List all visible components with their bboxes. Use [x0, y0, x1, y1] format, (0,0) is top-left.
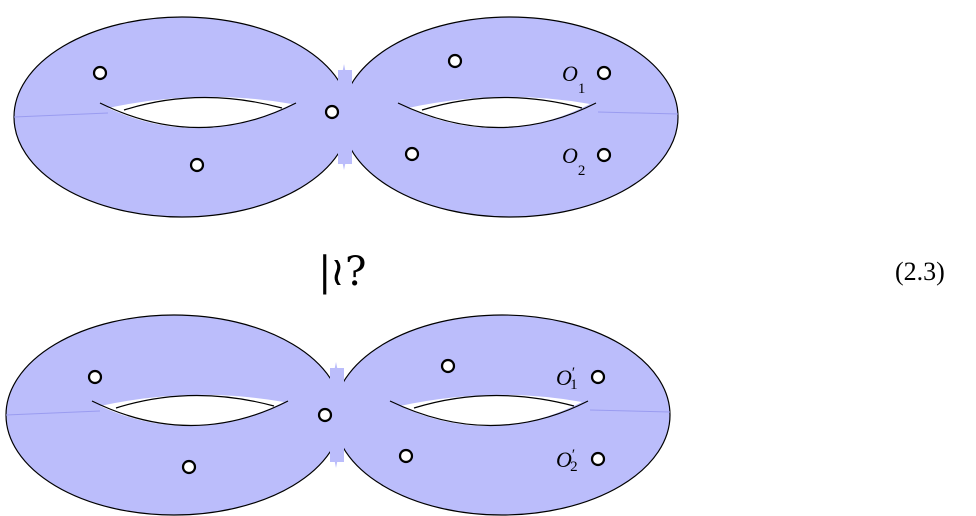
top-puncture	[447, 53, 463, 69]
top-junction-fill-2	[338, 70, 352, 164]
top-right-seam	[597, 111, 679, 115]
top-operator-puncture-1	[596, 65, 612, 81]
top-right-hole	[408, 96, 590, 129]
bottom-junction-fill-2	[330, 368, 344, 462]
isomorphism-question: | ≀?	[318, 249, 366, 295]
top-right-hole-lower-edge	[397, 102, 597, 128]
bottom-left-seam	[5, 410, 101, 416]
top-operator-label-1: O1	[562, 61, 585, 97]
top-operator-puncture-2	[596, 147, 612, 163]
bottom-puncture	[181, 459, 197, 475]
relation-bar: |	[318, 249, 331, 295]
bottom-operator-label-1: O′1	[556, 365, 578, 393]
top-puncture	[92, 65, 108, 81]
top-puncture	[324, 104, 340, 120]
relation-symbol: ≀?	[330, 249, 366, 295]
bottom-left-hole-upper-edge	[115, 394, 275, 409]
bottom-left-hole	[100, 394, 284, 427]
top-left-hole-upper-edge	[123, 96, 283, 111]
bottom-right-hole-upper-edge	[413, 394, 575, 409]
top-left-hole	[108, 96, 292, 129]
bottom-puncture	[398, 448, 414, 464]
top-genus-two-surface: O1 O2	[13, 16, 679, 218]
bottom-right-hole-lower-edge	[389, 400, 589, 426]
bottom-operator-puncture-2	[590, 451, 606, 467]
bottom-genus-two-surface: O′1 O′2	[5, 314, 671, 516]
equation-number: (2.3)	[895, 257, 945, 286]
bottom-puncture	[440, 358, 456, 374]
top-operator-label-2: O2	[562, 143, 585, 179]
bottom-right-seam	[589, 409, 671, 413]
top-left-seam	[13, 112, 109, 118]
bottom-puncture	[87, 369, 103, 385]
top-puncture	[189, 157, 205, 173]
bottom-operator-puncture-1	[590, 369, 606, 385]
top-left-hole-lower-edge	[99, 102, 297, 128]
top-puncture	[404, 146, 420, 162]
bottom-operator-label-2: O′2	[556, 447, 578, 475]
bottom-puncture	[317, 407, 333, 423]
top-right-hole-upper-edge	[421, 96, 583, 111]
bottom-right-hole	[400, 394, 582, 427]
bottom-left-hole-lower-edge	[91, 400, 289, 426]
